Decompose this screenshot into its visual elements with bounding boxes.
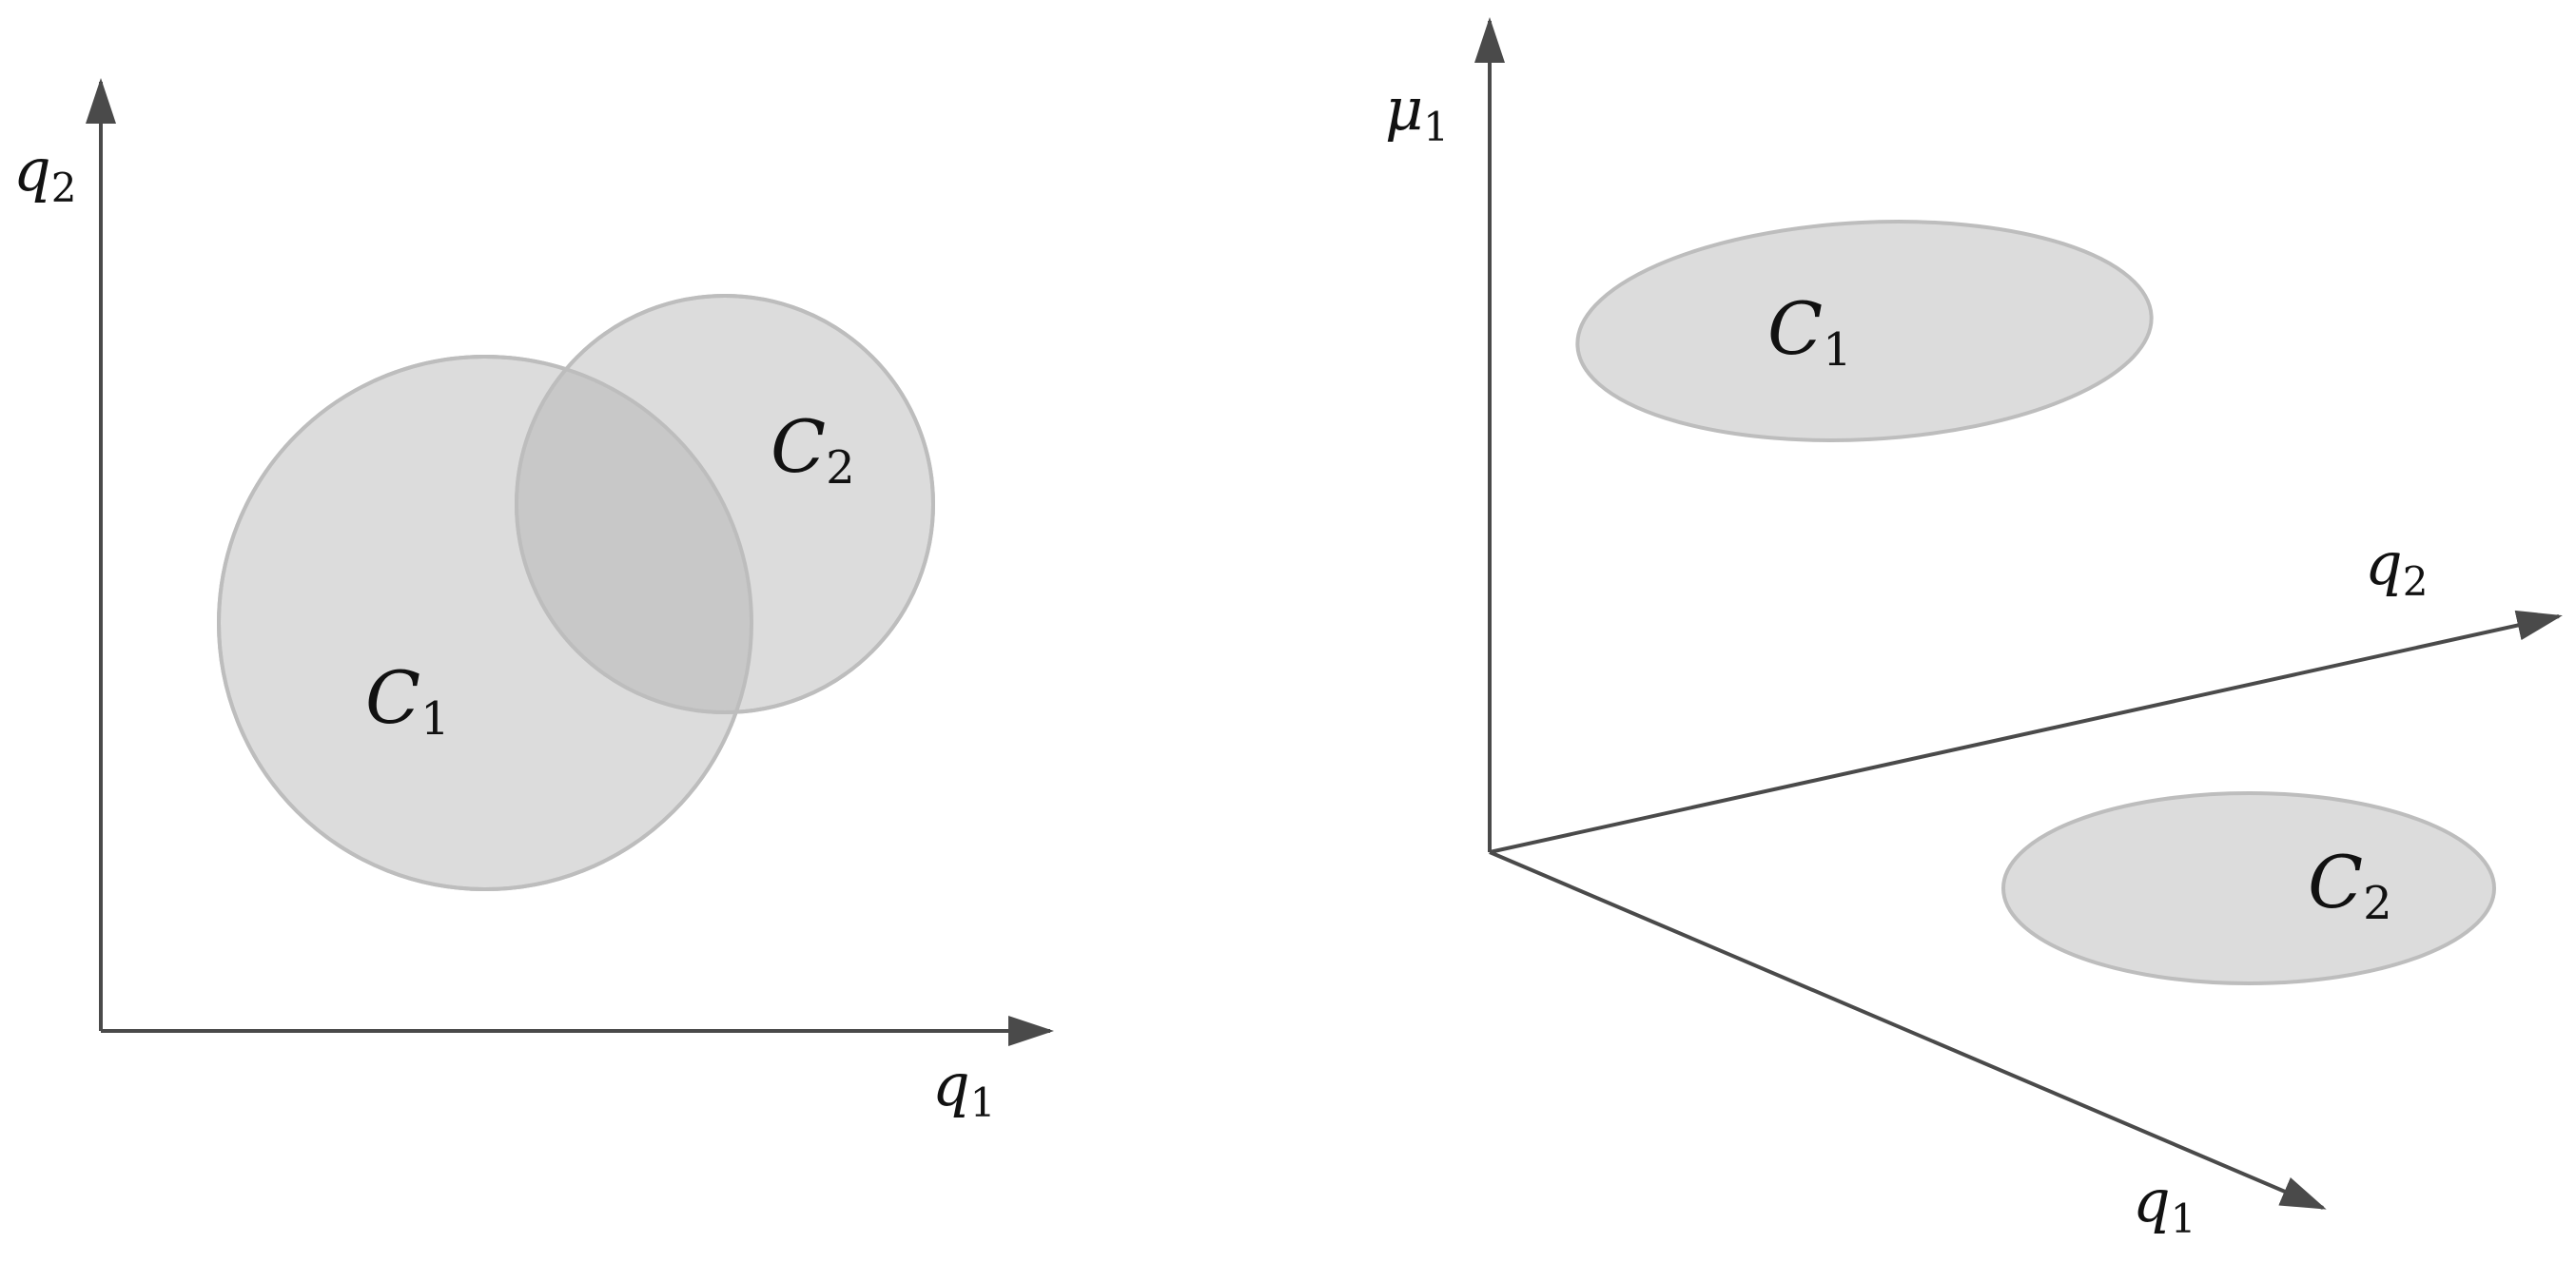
- right-region-c2-ellipse: [2001, 791, 2496, 985]
- region-c2-outline: [515, 294, 935, 714]
- right-front-axis: [1489, 850, 2327, 1210]
- right-vertical-axis-label: μ1: [1385, 74, 1449, 150]
- right-region-c2-label: C2: [2308, 840, 2392, 930]
- left-x-axis-label: q1: [932, 1050, 995, 1126]
- right-region-c1-ellipse: [1575, 220, 2154, 442]
- left-panel: q2 q1 C1 C2: [13, 78, 1054, 1126]
- right-depth-axis-label: q2: [2365, 529, 2428, 605]
- right-depth-axis: [1489, 610, 2563, 854]
- right-front-axis-label: q1: [2133, 1166, 2195, 1242]
- left-region-c1-label: C1: [365, 655, 450, 746]
- left-y-axis-label: q2: [13, 135, 76, 211]
- right-region-c1-label: C1: [1767, 286, 1852, 377]
- left-region-c2-label: C2: [771, 404, 855, 495]
- region-c1-outline: [217, 355, 753, 891]
- right-panel: μ1 q2 q1 C1 C2: [1385, 17, 2563, 1242]
